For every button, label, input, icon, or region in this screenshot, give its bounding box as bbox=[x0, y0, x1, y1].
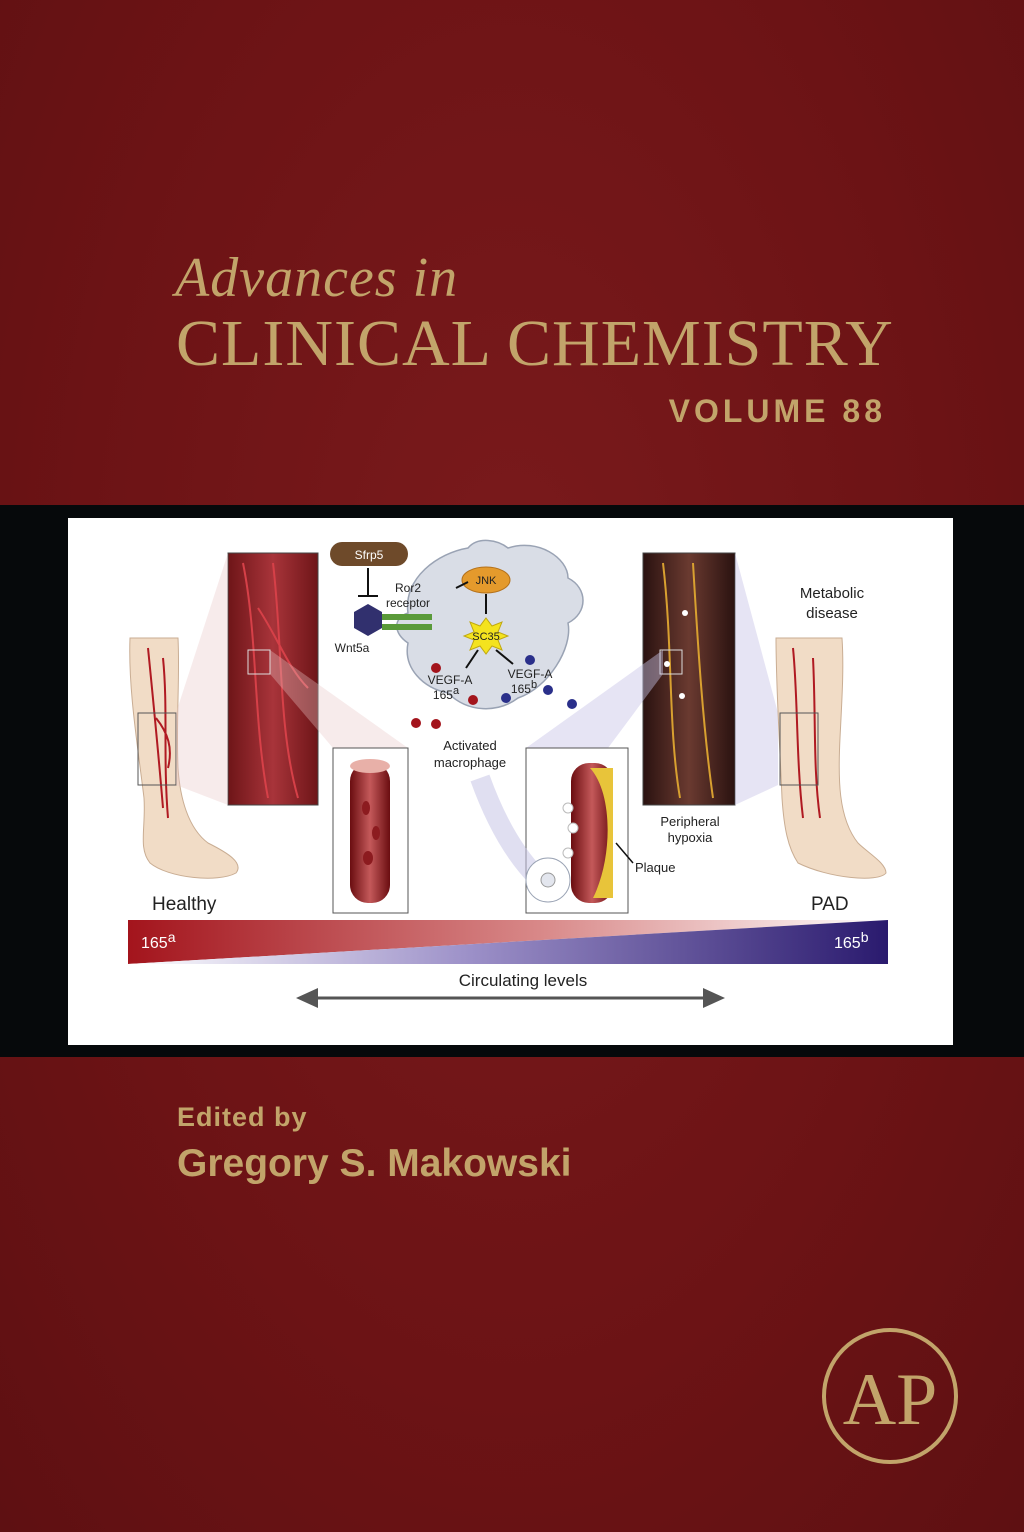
label-receptor: receptor bbox=[386, 596, 430, 610]
circulating-gradient-bar bbox=[128, 920, 888, 964]
label-vegf-a-left: VEGF-A bbox=[428, 673, 473, 687]
series-title-italic: Advances in bbox=[175, 247, 459, 309]
logo-letters: AP bbox=[843, 1359, 938, 1441]
label-ror2: Ror2 bbox=[395, 581, 421, 595]
label-pad: PAD bbox=[811, 894, 849, 915]
bar-label-165a: 165a bbox=[141, 929, 176, 952]
healthy-muscle-panel bbox=[176, 552, 319, 806]
label-metabolic: Metabolic bbox=[800, 585, 865, 602]
pad-vessel bbox=[470, 650, 663, 914]
sfrp5-wnt5a bbox=[330, 542, 432, 636]
label-healthy: Healthy bbox=[152, 894, 217, 915]
label-macrophage: macrophage bbox=[434, 755, 506, 770]
volume-number: VOLUME 88 bbox=[668, 393, 886, 429]
edited-by-label: Edited by bbox=[177, 1102, 308, 1132]
double-arrow bbox=[296, 988, 725, 1008]
label-disease: disease bbox=[806, 605, 858, 622]
label-sfrp5: Sfrp5 bbox=[355, 548, 384, 562]
label-wnt5a: Wnt5a bbox=[335, 641, 370, 655]
label-165a: 165a bbox=[433, 685, 460, 702]
publisher-logo-icon: AP bbox=[822, 1328, 958, 1464]
label-plaque: Plaque bbox=[635, 860, 675, 875]
label-hypoxia: hypoxia bbox=[668, 830, 714, 845]
label-jnk: JNK bbox=[476, 575, 497, 587]
pad-muscle-panel bbox=[642, 552, 778, 806]
editor-name: Gregory S. Makowski bbox=[177, 1142, 572, 1185]
macrophage-diagram bbox=[396, 539, 584, 729]
healthy-leg bbox=[129, 637, 239, 879]
pad-leg bbox=[775, 637, 887, 879]
label-activated: Activated bbox=[443, 738, 496, 753]
illustration-svg: Sfrp5 Ror2 receptor Wnt5a JNK SC35 VEGF-… bbox=[128, 539, 888, 1008]
bar-label-165b: 165b bbox=[834, 929, 869, 952]
label-165b: 165b bbox=[511, 679, 537, 696]
cover-illustration: Sfrp5 Ror2 receptor Wnt5a JNK SC35 VEGF-… bbox=[68, 518, 953, 1045]
label-peripheral: Peripheral bbox=[660, 814, 719, 829]
label-circulating-levels: Circulating levels bbox=[459, 971, 588, 990]
label-vegf-a-right: VEGF-A bbox=[508, 667, 553, 681]
series-title: CLINICAL CHEMISTRY bbox=[176, 307, 894, 380]
healthy-vessel bbox=[270, 650, 409, 914]
label-sc35: SC35 bbox=[472, 631, 500, 643]
